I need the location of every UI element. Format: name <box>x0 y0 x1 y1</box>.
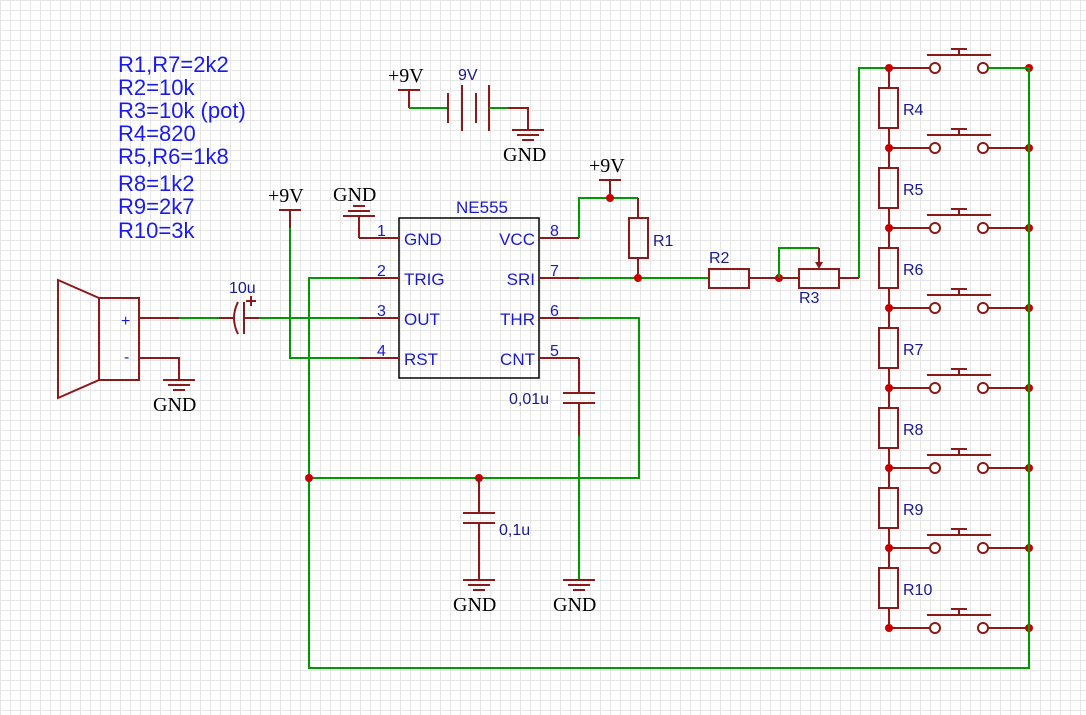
resistor-r9[interactable]: R9 <box>878 487 924 529</box>
r1-label: R1 <box>653 233 674 250</box>
battery-label: 9V <box>458 67 478 84</box>
resistor-r7[interactable]: R7 <box>878 327 924 369</box>
capacitor-10u[interactable]: 10u <box>219 280 259 335</box>
r3-label: R3 <box>799 290 820 307</box>
speaker-minus: - <box>124 349 129 366</box>
ic-body <box>398 217 540 379</box>
note-line: R3=10k (pot) <box>118 98 246 123</box>
pin-label-trig: TRIG <box>404 270 445 289</box>
junction-dot <box>885 304 893 312</box>
battery-gnd-label: GND <box>503 144 546 166</box>
note-line: R2=10k <box>118 75 195 100</box>
vcc-pin8: +9V <box>578 155 639 238</box>
resistor-r10[interactable]: R10 <box>878 567 932 609</box>
wire-ladder-top <box>858 67 889 278</box>
ground-symbol <box>512 129 544 141</box>
c10u-label: 10u <box>229 280 256 297</box>
pin-label-vcc: VCC <box>499 230 535 249</box>
resistor-r8[interactable]: R8 <box>878 407 924 449</box>
pin-label-rst: RST <box>404 350 438 369</box>
resistor-r5[interactable]: R5 <box>878 167 924 209</box>
speaker-plus: + <box>121 313 130 330</box>
push-button-switch[interactable] <box>885 608 1033 634</box>
note-line: R10=3k <box>118 218 195 243</box>
gnd-label: GND <box>453 594 496 616</box>
junction-dot <box>885 144 893 152</box>
pin-number: 2 <box>377 263 386 280</box>
r5-label: R5 <box>903 182 924 199</box>
r4-label: R4 <box>903 102 924 119</box>
pin-number: 5 <box>550 343 559 360</box>
battery[interactable]: +9V 9V GND <box>388 65 546 166</box>
gnd-label: GND <box>153 394 196 416</box>
pin-label-thr: THR <box>500 310 535 329</box>
pin-label-sri: SRI <box>507 270 535 289</box>
push-button-switch[interactable] <box>885 448 1033 474</box>
resistor-ladder: R4 R5 R6 R7 R8 R9 R10 <box>308 48 1033 669</box>
junction-dot <box>885 544 893 552</box>
junction-dot <box>885 224 893 232</box>
resistor-r4[interactable]: R4 <box>878 87 924 129</box>
junction-dot <box>885 464 893 472</box>
note-line: R1,R7=2k2 <box>118 52 229 77</box>
potentiometer-r3[interactable]: R3 <box>775 247 859 307</box>
resistor-r1[interactable]: R1 <box>628 217 674 278</box>
ground-pin1: GND <box>333 184 376 238</box>
r7-label: R7 <box>903 342 924 359</box>
capacitor-0-01u[interactable]: 0,01u GND <box>509 358 596 616</box>
value-notes: R1,R7=2k2 R2=10k R3=10k (pot) R4=820 R5,… <box>118 52 246 243</box>
push-button-switch[interactable] <box>889 48 1033 74</box>
pin-number: 8 <box>550 223 559 240</box>
pin-number: 6 <box>550 303 559 320</box>
wire-trig-thr <box>308 277 640 479</box>
r6-label: R6 <box>903 262 924 279</box>
junction-dot <box>885 64 893 72</box>
c001u-label: 0,01u <box>509 391 549 408</box>
push-button-switch[interactable] <box>885 528 1033 554</box>
push-button-switch[interactable] <box>885 288 1033 314</box>
pin-number: 3 <box>377 303 386 320</box>
ne555-chip[interactable]: NE555 1 2 3 4 GND TRIG OUT RST 8 7 6 5 V… <box>359 198 579 379</box>
resistor-r6[interactable]: R6 <box>878 247 924 289</box>
note-line: R5,R6=1k8 <box>118 144 229 169</box>
pin-number: 7 <box>550 263 559 280</box>
pin-label-gnd: GND <box>404 230 442 249</box>
junction-dot <box>885 384 893 392</box>
r9-label: R9 <box>903 502 924 519</box>
note-line: R9=2k7 <box>118 194 194 219</box>
junction-dot <box>885 624 893 632</box>
r2-label: R2 <box>709 250 730 267</box>
wire-right-bus <box>308 67 1030 669</box>
push-button-switch[interactable] <box>885 368 1033 394</box>
gnd-label: GND <box>553 594 596 616</box>
battery-vcc-label: +9V <box>388 65 424 87</box>
vcc-label: +9V <box>589 155 625 177</box>
ic-name: NE555 <box>456 198 508 217</box>
capacitor-0-1u[interactable]: 0,1u GND <box>453 478 530 616</box>
vcc-rst: +9V <box>268 185 359 359</box>
speaker[interactable]: + - GND <box>57 278 219 416</box>
push-button-switch[interactable] <box>885 208 1033 234</box>
gnd-label: GND <box>333 184 376 206</box>
pin-number: 4 <box>377 343 386 360</box>
r10-label: R10 <box>903 582 932 599</box>
pin-number: 1 <box>377 223 386 240</box>
vcc-label: +9V <box>268 185 304 207</box>
c01u-label: 0,1u <box>499 522 530 539</box>
r8-label: R8 <box>903 422 924 439</box>
note-line: R8=1k2 <box>118 171 194 196</box>
note-line: R4=820 <box>118 121 196 146</box>
push-button-switch[interactable] <box>885 128 1033 154</box>
pin-label-cnt: CNT <box>500 350 535 369</box>
resistor-r2[interactable]: R2 <box>708 250 779 289</box>
pin-label-out: OUT <box>404 310 440 329</box>
